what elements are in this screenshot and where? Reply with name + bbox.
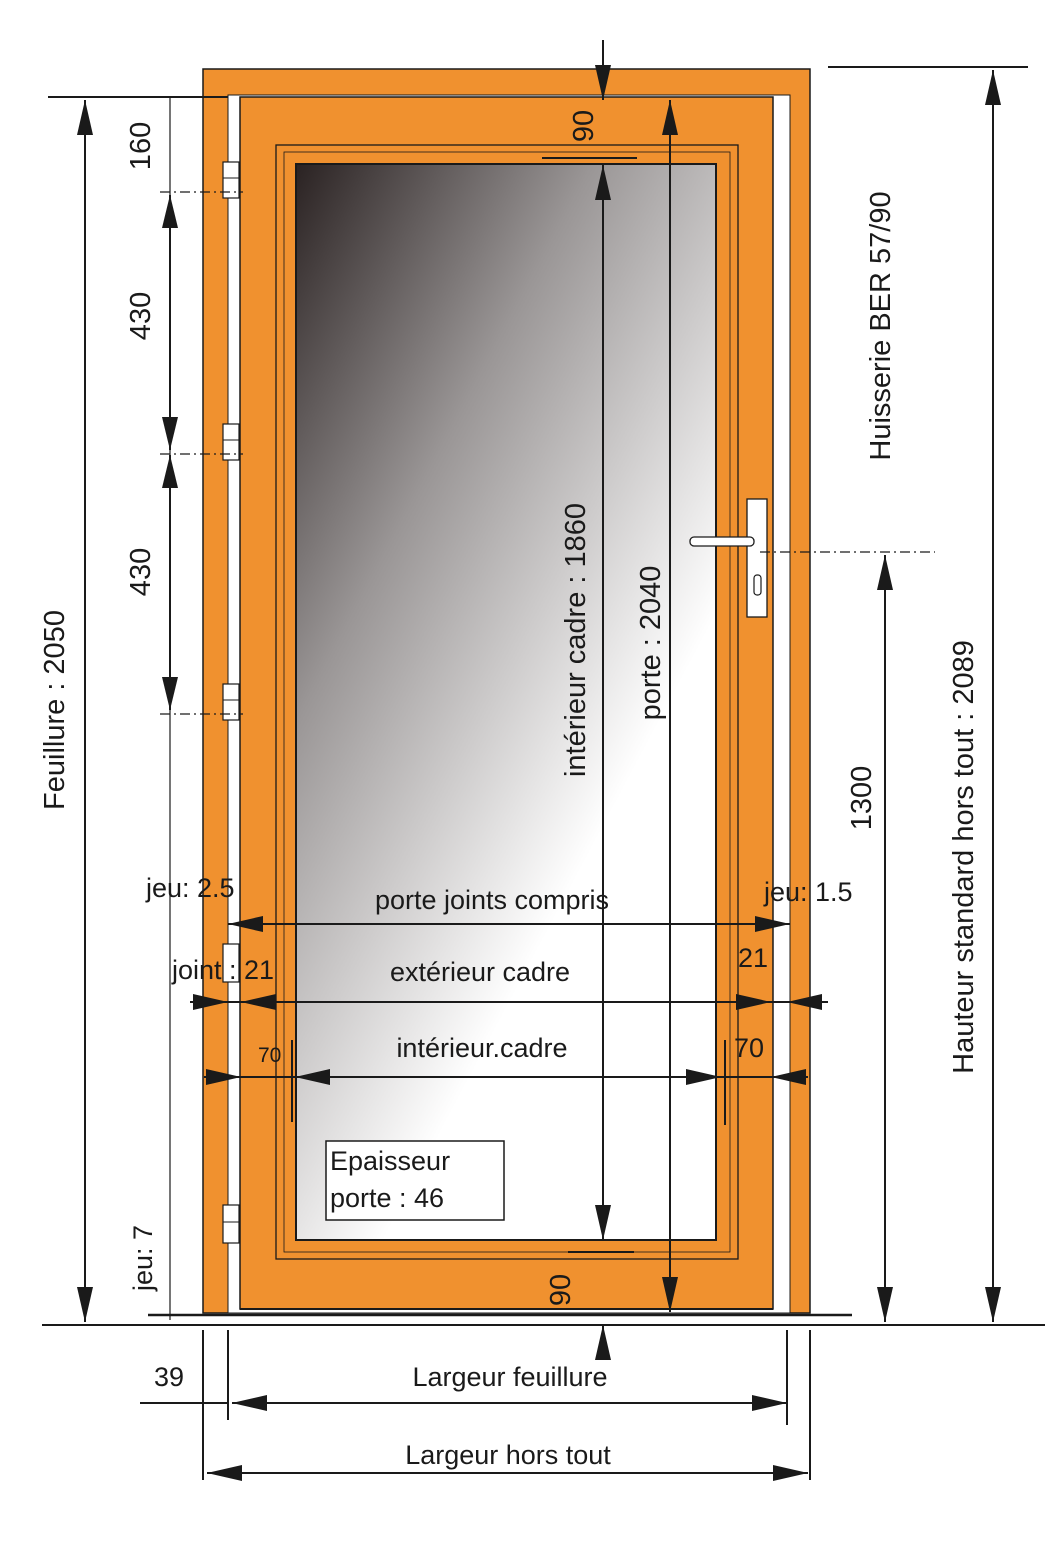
jeu-bottom-label: jeu: 7	[128, 1225, 158, 1292]
hinge-1	[222, 161, 240, 199]
hors-tout-height-label: Hauteur standard hors tout : 2089	[948, 640, 980, 1074]
epaisseur-line-2: porte : 46	[330, 1183, 444, 1213]
handle-height-dim: 1300	[846, 766, 878, 831]
bottom-90-dim: 90	[545, 1274, 577, 1306]
dimension-lines	[48, 40, 1028, 1480]
jeu-right-label: jeu: 1.5	[763, 877, 853, 907]
right-21-label: 21	[738, 943, 768, 973]
hinge-5	[222, 1204, 240, 1244]
largeur-hors-tout-label: Largeur hors tout	[405, 1440, 611, 1470]
hinge-axis-lines	[160, 191, 935, 715]
hinge-3	[222, 683, 240, 721]
right-70-label: 70	[734, 1033, 764, 1063]
exterieur-cadre-label: extérieur cadre	[390, 957, 570, 987]
interieur-cadre-height-label: intérieur cadre : 1860	[560, 503, 592, 777]
hinge-4	[222, 943, 240, 983]
floor-line	[42, 1313, 1045, 1326]
top-90-dim: 90	[568, 110, 600, 142]
jeu-left-label: jeu: 2.5	[145, 873, 235, 903]
arrowheads	[77, 65, 1001, 1481]
hinge-2	[222, 423, 240, 461]
left-70-label: 70	[258, 1044, 281, 1067]
epaisseur-box: Epaisseur porte : 46	[325, 1140, 505, 1221]
epaisseur-line-1: Epaisseur	[330, 1146, 450, 1176]
porte-joints-label: porte joints compris	[375, 885, 609, 915]
hinge-gap-2-dim: 430	[125, 548, 157, 596]
joint-label: joint : 21	[171, 955, 274, 985]
hinge-gap-1-dim: 430	[125, 292, 157, 340]
huisserie-label: Huisserie BER 57/90	[865, 191, 897, 460]
feuillure-height-label: Feuillure : 2050	[39, 610, 71, 810]
interieur-cadre-width-label: intérieur.cadre	[396, 1033, 567, 1063]
largeur-feuillure-label: Largeur feuillure	[412, 1362, 607, 1392]
door-handle	[689, 498, 768, 618]
porte-height-label: porte : 2040	[635, 566, 667, 721]
glass-panel	[295, 163, 717, 1241]
hinge-top-dim: 160	[125, 122, 157, 170]
dim-39-label: 39	[154, 1362, 184, 1392]
glazing-bead	[275, 144, 739, 1260]
